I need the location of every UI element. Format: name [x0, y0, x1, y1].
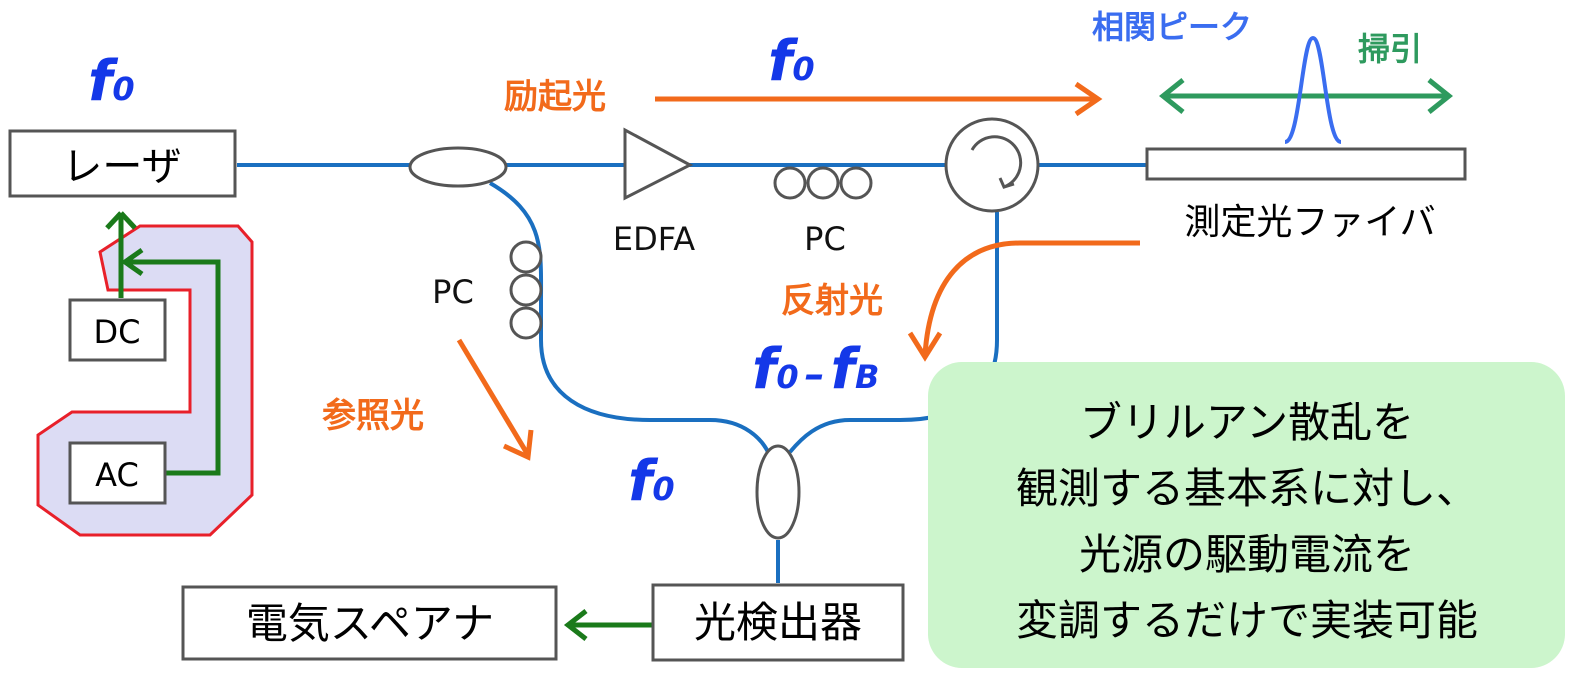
fiber-under-test-label: 測定光ファイバ: [1184, 202, 1435, 243]
sweep-label: 掃引: [1358, 30, 1422, 68]
pump-arrow: [655, 81, 1103, 117]
reference-arrow: [456, 338, 534, 461]
correlation-peak-label: 相関ピーク: [1092, 8, 1252, 46]
laser-label: レーザ: [62, 144, 181, 190]
control-signal-lines: [105, 211, 652, 641]
ac-label: AC: [95, 456, 139, 494]
fiber-under-test: [1145, 147, 1467, 181]
dc-label: DC: [94, 313, 141, 351]
pc-top-label: PC: [804, 220, 846, 258]
f0-laser-label: f0: [88, 49, 135, 114]
esa-label: 電気スペアナ: [246, 599, 494, 648]
circulator: [944, 117, 1040, 213]
f0-minus-fb-label: f0–fB: [752, 337, 879, 402]
photodetector-label: 光検出器: [694, 598, 862, 647]
optical-fiber: [237, 163, 1147, 583]
polarization-controller-top: [773, 166, 873, 200]
coupler-bottom: [755, 444, 801, 540]
edfa-label: EDFA: [613, 220, 695, 258]
laser-box: [8, 129, 237, 198]
polarization-controller-left: [509, 240, 543, 340]
reflected-arrow: [907, 240, 1140, 362]
note-line-1: ブリルアン散乱を: [1080, 398, 1414, 447]
photodetector-box: [651, 583, 905, 662]
reflected-light-label: 反射光: [781, 281, 883, 321]
ac-source-box: [68, 441, 167, 505]
dc-source-box: [68, 298, 167, 362]
edfa-amplifier: [623, 127, 694, 201]
coupler-top: [408, 146, 508, 188]
reference-light-label: 参照光: [322, 396, 424, 436]
note-line-4: 変調するだけで実装可能: [1016, 596, 1478, 645]
note-line-2: 観測する基本系に対し、: [1016, 464, 1478, 513]
sweep-arrow: [1158, 78, 1454, 114]
correlation-peak-curve: [1284, 35, 1342, 144]
note-box: [928, 362, 1565, 668]
f0-pump-label: f0: [768, 29, 815, 94]
pc-left-label: PC: [432, 273, 474, 311]
f0-reference-label: f0: [628, 449, 675, 514]
pump-light-label: 励起光: [504, 77, 606, 117]
note-line-3: 光源の駆動電流を: [1079, 530, 1415, 579]
esa-box: [181, 585, 558, 661]
